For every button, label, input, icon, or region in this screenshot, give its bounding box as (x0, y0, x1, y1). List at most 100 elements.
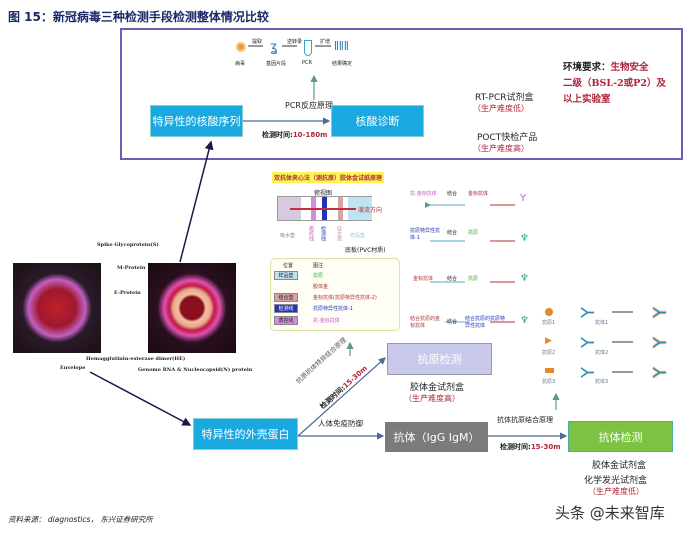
virus-image-exterior (13, 263, 101, 353)
antigen-test-box: 抗原检测 (387, 343, 492, 375)
environment-requirement: 环境要求：生物安全 二级（BSL-2或P2）及 以上实验室 (563, 60, 666, 108)
binding-left: 结合抗原的金标抗体 (410, 316, 441, 329)
time-value: 15-30m (530, 443, 561, 451)
time-label: 检测时间: (500, 443, 531, 451)
poct-difficulty: （生产难度高） (473, 144, 529, 153)
env-value: 生物安全 (610, 62, 649, 73)
antibody-icon: Y (578, 337, 599, 348)
pad-label: 质控线 (308, 226, 314, 241)
pad-label: 检测线 (320, 226, 326, 241)
legend-pos: 检测线 (274, 304, 298, 313)
env-value: 以上实验室 (563, 94, 611, 105)
antigen-product: 胶体金试剂盒 (410, 383, 465, 393)
pad-label: 样品垫 (350, 233, 366, 239)
antibody-box: 抗体（IgG IgM） (385, 422, 488, 452)
antigen-icon (545, 308, 553, 316)
top-view-label: 俯视图 (314, 190, 333, 197)
pcr-tube-icon (304, 40, 312, 56)
antibody-icon: Y (520, 193, 527, 204)
pad-label: 吸水垫 (280, 233, 296, 239)
nucleic-diagnosis-box: 核酸诊断 (331, 105, 424, 137)
env-value: 二级（BSL-2或P2）及 (563, 78, 666, 89)
nucleic-sequence-box: 特异性的核酸序列 (150, 105, 243, 137)
flow-direction-label: 液流方向 (358, 207, 383, 214)
virus-label: Genome RNA & Nucleocapsid(N) protein (138, 367, 253, 373)
antibody-icon: ♆ (520, 233, 529, 244)
binding-left: 抗原特异性抗体-1 (410, 228, 441, 241)
pcr-arrow-label: 提取 (252, 39, 263, 45)
bound-antibody-icon: Y (650, 367, 671, 378)
nucleic-frame (120, 28, 683, 160)
dna-fragment-icon: ʓ (270, 40, 278, 55)
icon-label: 抗原1 (542, 320, 556, 326)
virus-label: E-Protein (114, 290, 141, 296)
time-value: 10-180m (292, 131, 328, 139)
legend-panel: 位置 图注 样品垫 抗原 胶体金 结合垫 金标抗体(抗原特异性抗体-2) 检测线… (270, 258, 400, 331)
antibody-icon: Y (578, 307, 599, 318)
legend-pos: 样品垫 (274, 271, 298, 280)
antibody-product: 胶体金试剂盒 (592, 461, 647, 471)
legend-header: 图注 (313, 263, 324, 269)
antibody-test-box: 抗体检测 (568, 421, 673, 452)
base-label: 底板(PVC材质) (345, 247, 386, 254)
pcr-arrow-label: 扩增 (320, 39, 331, 45)
antibody-icon: ♆ (520, 273, 529, 284)
rt-pcr-difficulty: （生产难度低） (473, 104, 529, 113)
bind-word: 结合 (447, 191, 458, 197)
figure-title: 图 15：新冠病毒三种检测手段检测整体情况比较 (8, 10, 269, 24)
binding-diagram: 抗-金标抗体 抗原特异性抗体-1 金标抗体 结合抗原的金标抗体 结合 结合 结合… (405, 185, 535, 335)
pcr-step: 基因片段 (266, 61, 287, 67)
antibody-product: 化学发光试剂盒 (584, 476, 648, 486)
binding-right: 抗原 (468, 276, 479, 282)
binding-left: 抗-金标抗体 (410, 191, 437, 197)
capsid-protein-box: 特异性的外壳蛋白 (193, 418, 298, 450)
pad-label: 结合垫 (336, 226, 342, 241)
pcr-arrow-label: 逆转录 (287, 39, 303, 45)
bind-word: 结合 (447, 276, 458, 282)
icon-label: 抗体3 (595, 379, 609, 385)
legend-note: 抗原特异性抗体-1 (313, 306, 353, 312)
pcr-principle-label: PCR反应原理 (285, 101, 333, 110)
antibody-principle-label: 抗体抗原结合原理 (497, 416, 553, 424)
pcr-step: PCR (302, 60, 312, 66)
antigen-icon (545, 368, 554, 373)
pcr-flow: ✺ ʓ ǁǁǁ 病毒 基因片段 PCR 结果确定 提取 逆转录 扩增 (230, 38, 360, 70)
antibody-time: 检测时间:15-30m (500, 442, 561, 452)
virus-label: M-Protein (117, 265, 146, 271)
binding-left: 金标抗体 (413, 276, 434, 282)
time-label: 检测时间: (262, 131, 293, 139)
binding-right: 抗原 (468, 230, 479, 236)
test-strip (277, 196, 372, 221)
legend-pos: 结合垫 (274, 293, 298, 302)
binding-right: 金标抗体 (468, 191, 489, 197)
icon-label: 抗体1 (595, 320, 609, 326)
lateral-flow-title: 双抗体夹心法（测抗原）胶体金试纸原理 (272, 172, 385, 183)
bind-word: 结合 (447, 230, 458, 236)
legend-header: 位置 (283, 263, 294, 269)
binding-right: 结合抗原的抗原特异性抗体 (465, 316, 506, 329)
bound-antibody-icon: Y (650, 337, 671, 348)
pcr-step: 结果确定 (332, 61, 353, 67)
poct-product: POCT快检产品 (477, 133, 538, 143)
virus-icon: ✺ (235, 40, 247, 56)
virus-label: Envelope (60, 365, 86, 371)
icon-label: 抗原2 (542, 350, 556, 356)
antigen-difficulty: （生产难度高） (404, 394, 460, 403)
nucleic-time: 检测时间:10-180m (262, 130, 327, 140)
bound-antibody-icon: Y (650, 307, 671, 318)
virus-label: Hemagglutinin-esterase dimer(HE) (86, 356, 186, 362)
bind-word: 结合 (447, 319, 458, 325)
icon-label: 抗体2 (595, 350, 609, 356)
rt-pcr-product: RT-PCR试剂盒 (475, 93, 534, 103)
pcr-step: 病毒 (235, 61, 246, 67)
watermark: 头条 @未来智库 (555, 504, 665, 522)
antibody-icon: Y (578, 367, 599, 378)
antibody-difficulty: （生产难度低） (588, 487, 644, 496)
legend-note: 金标抗体(抗原特异性抗体-2) (313, 295, 377, 301)
env-label: 环境要求： (563, 62, 611, 73)
virus-label: Spike Glycoprotein(S) (97, 242, 159, 248)
antigen-icon: ▶ (545, 336, 552, 346)
antigen-antibody-icons: 抗原1 ▶ 抗原2 抗原3 Y Y Y 抗体1 抗体2 抗体3 Y Y Y (540, 300, 685, 390)
legend-note: 胶体金 (313, 284, 329, 290)
